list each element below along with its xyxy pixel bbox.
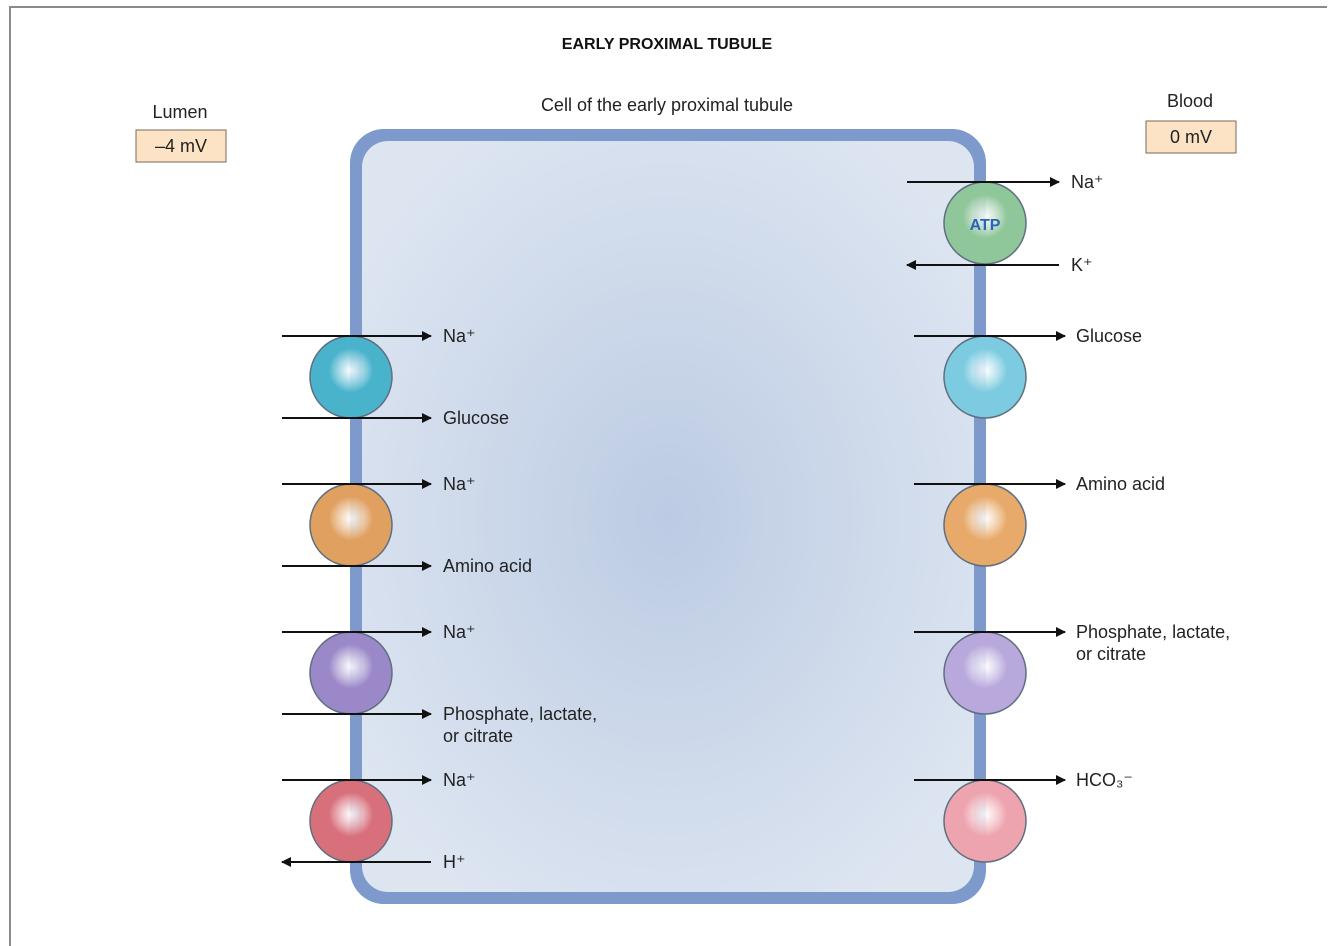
glucose-transporter xyxy=(943,335,1027,419)
phosphate-lactate-citrate-transporter-label-line-1: Phosphate, lactate, xyxy=(1076,622,1230,642)
na-h-exchanger-top-label: Na⁺ xyxy=(443,770,476,790)
na-amino-acid-bottom-label: Amino acid xyxy=(443,556,532,576)
phosphate-lactate-citrate-transporter-label-line-2: or citrate xyxy=(1076,644,1146,664)
bicarbonate-transporter xyxy=(943,779,1027,863)
amino-acid-transporter-label: Amino acid xyxy=(1076,474,1165,494)
glucose-transporter-label: Glucose xyxy=(1076,326,1142,346)
sglt-top-label: Na⁺ xyxy=(443,326,476,346)
na-phosphate-lactate-citrate-bottom-label-line-1: Phosphate, lactate, xyxy=(443,704,597,724)
cell-cytoplasm xyxy=(362,141,974,892)
sglt-transporter xyxy=(309,335,393,419)
blood-potential: 0 mV xyxy=(1170,127,1212,147)
sglt-bottom-label: Glucose xyxy=(443,408,509,428)
atp-label: ATP xyxy=(970,217,1001,234)
na-amino-acid-top-label: Na⁺ xyxy=(443,474,476,494)
pump-na-label: Na⁺ xyxy=(1071,172,1104,192)
na-h-exchanger-bottom-label: H⁺ xyxy=(443,852,466,872)
na-phosphate-lactate-citrate-transporter xyxy=(309,631,393,715)
cell-label: Cell of the early proximal tubule xyxy=(541,95,793,115)
phosphate-lactate-citrate-transporter xyxy=(943,631,1027,715)
na-amino-acid-transporter xyxy=(309,483,393,567)
amino-acid-transporter xyxy=(943,483,1027,567)
na-phosphate-lactate-citrate-bottom-label-line-2: or citrate xyxy=(443,726,513,746)
figure-frame xyxy=(9,6,1327,946)
blood-label: Blood xyxy=(1167,91,1213,111)
na-phosphate-lactate-citrate-top-label: Na⁺ xyxy=(443,622,476,642)
na-h-exchanger-transporter xyxy=(309,779,393,863)
blood-potential-box xyxy=(1145,120,1237,154)
diagram-title: EARLY PROXIMAL TUBULE xyxy=(562,36,773,53)
lumen-potential: –4 mV xyxy=(155,136,207,156)
lumen-potential-box xyxy=(135,129,227,163)
bicarbonate-transporter-label: HCO₃⁻ xyxy=(1076,770,1133,790)
lumen-label: Lumen xyxy=(152,102,207,122)
pump-k-label: K⁺ xyxy=(1071,255,1093,275)
